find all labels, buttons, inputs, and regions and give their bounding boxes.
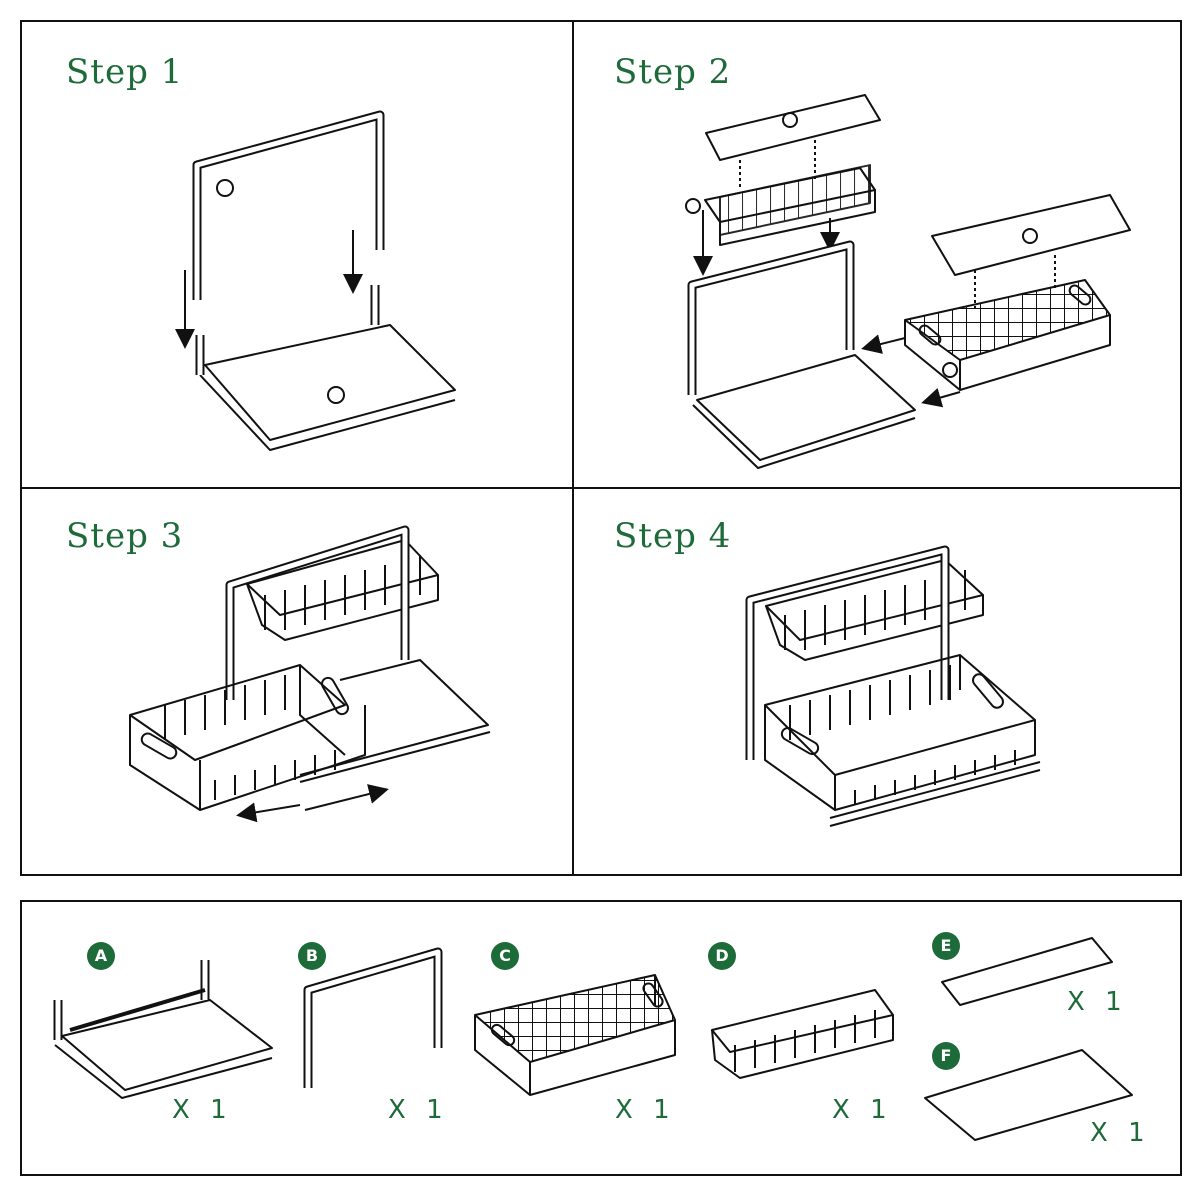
part-c-illustration <box>474 974 676 1096</box>
step-4-title: Step 4 <box>614 516 732 556</box>
part-b-badge: B <box>298 942 326 970</box>
part-e-quantity: X 1 <box>1067 987 1128 1017</box>
part-d-illustration <box>711 989 894 1079</box>
part-a-illustration <box>53 960 273 1099</box>
part-d-quantity: X 1 <box>832 1095 893 1125</box>
step-4-illustration <box>745 545 1041 827</box>
step-2-illustration <box>685 94 1131 469</box>
part-b-illustration <box>303 947 443 1088</box>
grid-divider-horizontal <box>22 487 1180 489</box>
part-a-badge: A <box>87 942 115 970</box>
part-a-quantity: X 1 <box>172 1095 233 1125</box>
parts-panel <box>20 900 1182 1176</box>
grid-divider-vertical <box>572 22 574 874</box>
steps-panel <box>20 20 1182 876</box>
part-f-quantity: X 1 <box>1090 1118 1151 1148</box>
step-3-illustration <box>129 525 491 823</box>
part-c-quantity: X 1 <box>615 1095 676 1125</box>
step-2-title: Step 2 <box>614 52 732 92</box>
part-b-quantity: X 1 <box>388 1095 449 1125</box>
step-3-title: Step 3 <box>66 516 184 556</box>
step-1-illustration <box>175 110 456 451</box>
step-1-title: Step 1 <box>66 52 184 92</box>
part-e-badge: E <box>932 932 960 960</box>
part-f-badge: F <box>932 1042 960 1070</box>
part-f-illustration <box>924 1049 1133 1141</box>
part-c-badge: C <box>491 942 519 970</box>
part-e-illustration <box>941 937 1113 1006</box>
part-d-badge: D <box>708 942 736 970</box>
